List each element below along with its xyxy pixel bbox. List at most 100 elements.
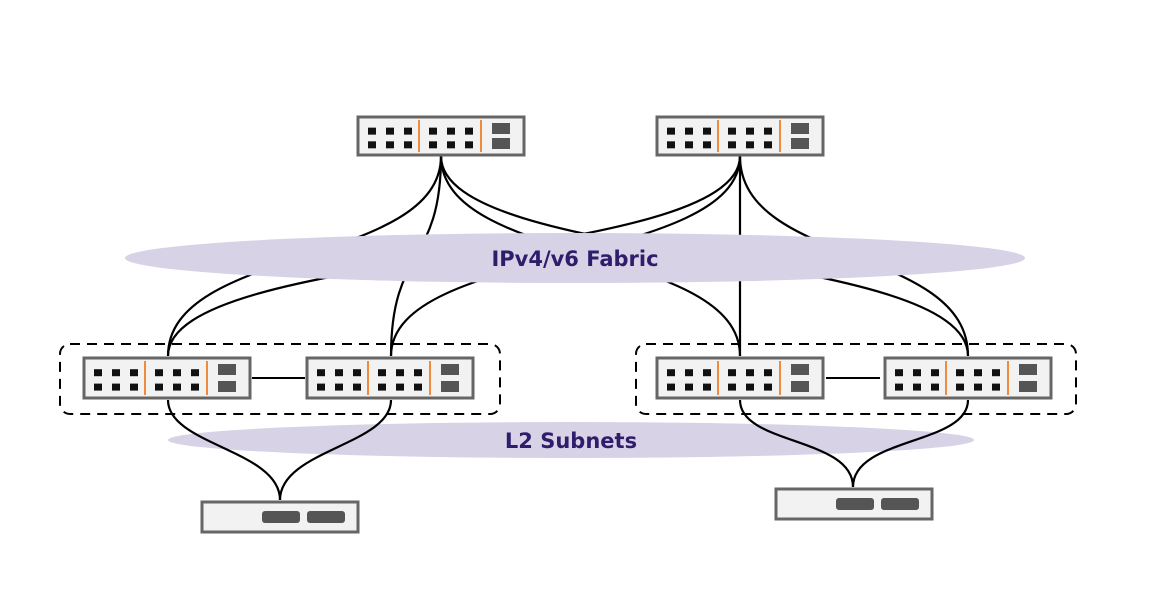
port-icon [667,127,675,135]
drive-bay-icon [881,498,919,510]
port-icon [353,369,361,377]
server-server-2 [774,487,934,521]
uplink-port-icon [218,364,236,375]
port-icon [992,369,1000,377]
port-icon [974,383,982,391]
port-icon [746,383,754,391]
port-icon [685,383,693,391]
drive-bay-icon [307,511,345,523]
link-leaf-2b-server-2 [851,399,970,488]
port-icon [764,127,772,135]
port-icon [94,383,102,391]
switch-spine-1 [356,115,526,157]
uplink-port-icon [441,381,459,392]
link-leaf-1b-server-1 [278,399,393,501]
port-icon [667,369,675,377]
port-icon [465,141,473,149]
servers [200,487,934,534]
port-icon [685,127,693,135]
drive-bay-icon [836,498,874,510]
port-icon [913,369,921,377]
port-icon [414,369,422,377]
port-icon [746,127,754,135]
port-icon [112,369,120,377]
switch-leaf-1a [82,356,252,400]
switches [82,115,1053,400]
uplink-port-icon [492,138,510,149]
port-icon [396,369,404,377]
port-icon [667,141,675,149]
port-icon [728,141,736,149]
port-icon [335,369,343,377]
port-icon [414,383,422,391]
port-icon [317,383,325,391]
l2-subnets-label: L2 Subnets [505,429,637,453]
port-icon [728,369,736,377]
uplink-port-icon [1019,381,1037,392]
port-icon [386,141,394,149]
port-icon [447,127,455,135]
switch-chassis [655,115,825,157]
drive-bay-icon [262,511,300,523]
switch-chassis [356,115,526,157]
port-icon [378,369,386,377]
leaf-group-1 [59,343,501,415]
fabric-label: IPv4/v6 Fabric [491,247,658,271]
uplink-port-icon [791,364,809,375]
port-icon [335,383,343,391]
port-icon [956,369,964,377]
switch-leaf-2a [655,356,825,400]
uplink-port-icon [791,138,809,149]
port-icon [429,127,437,135]
port-icon [703,127,711,135]
port-icon [764,383,772,391]
leaf-group-2 [635,343,1077,415]
link-leaf-2a-server-2 [738,399,855,488]
port-icon [155,369,163,377]
port-icon [931,383,939,391]
link-leaf-1a-server-1 [166,399,282,501]
switch-spine-2 [655,115,825,157]
port-icon [974,369,982,377]
uplink-port-icon [1019,364,1037,375]
port-icon [173,383,181,391]
port-icon [130,383,138,391]
port-icon [317,369,325,377]
port-icon [728,383,736,391]
uplink-port-icon [791,381,809,392]
port-icon [465,127,473,135]
port-icon [447,141,455,149]
uplink-port-icon [492,123,510,134]
uplink-port-icon [791,123,809,134]
port-icon [703,369,711,377]
port-icon [94,369,102,377]
port-icon [746,369,754,377]
port-icon [685,369,693,377]
port-icon [746,141,754,149]
port-icon [728,127,736,135]
switch-leaf-2b [883,356,1053,400]
port-icon [764,141,772,149]
port-icon [155,383,163,391]
port-icon [130,369,138,377]
port-icon [404,141,412,149]
port-icon [378,383,386,391]
server-links [166,399,970,501]
port-icon [368,127,376,135]
port-icon [703,383,711,391]
uplink-port-icon [441,364,459,375]
port-icon [368,141,376,149]
port-icon [992,383,1000,391]
port-icon [112,383,120,391]
port-icon [895,369,903,377]
server-server-1 [200,500,360,534]
port-icon [191,383,199,391]
fabric-cloud [125,233,1025,283]
port-icon [667,383,675,391]
port-icon [404,127,412,135]
switch-leaf-1b [305,356,475,400]
port-icon [173,369,181,377]
port-icon [429,141,437,149]
port-icon [353,383,361,391]
